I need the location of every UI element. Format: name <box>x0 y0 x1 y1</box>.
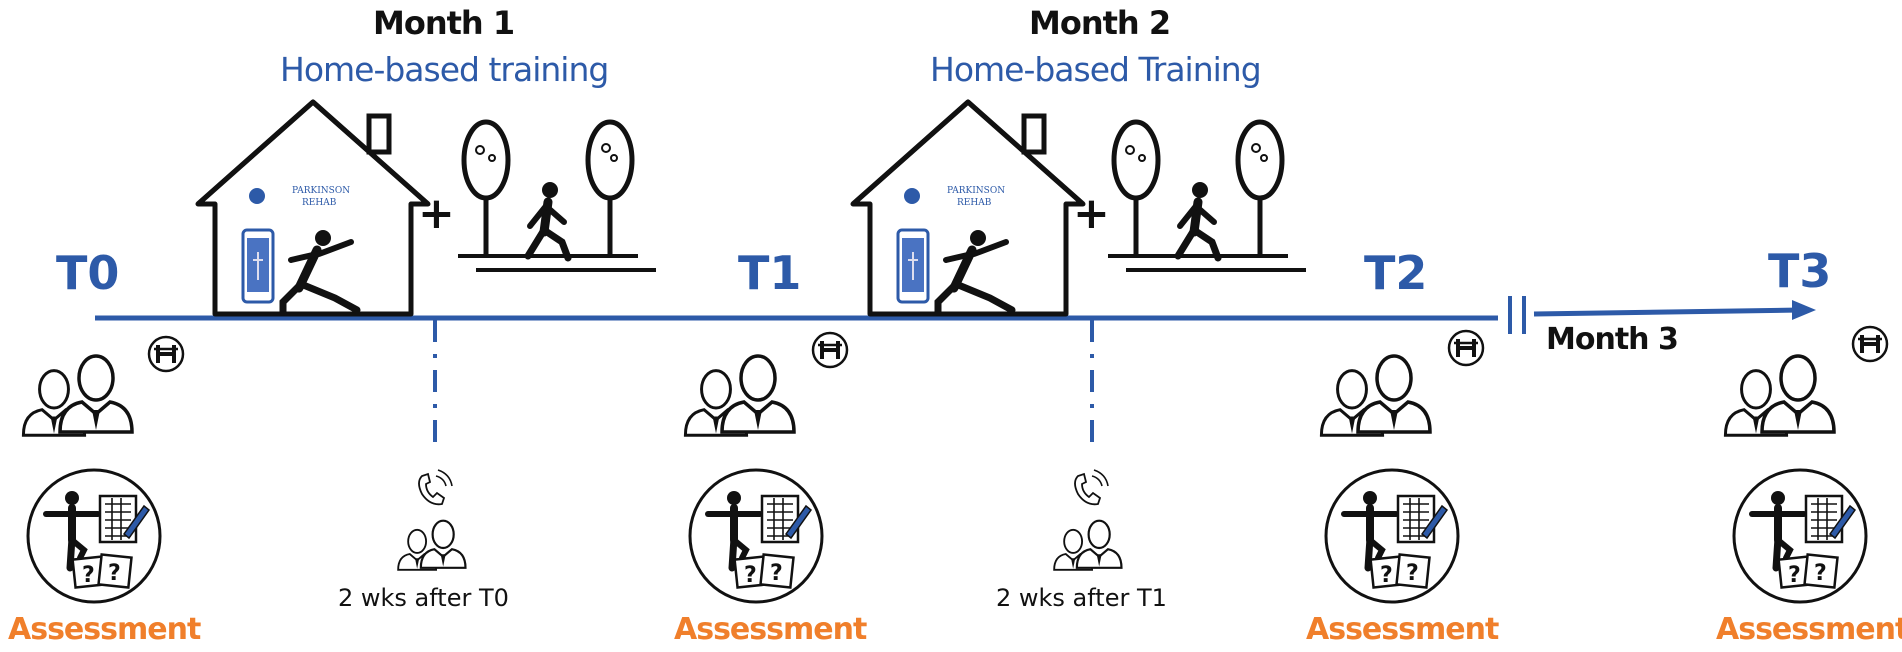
question-mark-t2a: ? <box>1380 563 1393 588</box>
question-mark-t3a: ? <box>1788 563 1801 588</box>
home-training-icon-2 <box>853 102 1083 314</box>
hospital-icon-t0 <box>147 335 185 373</box>
clinicians-icon-t2 <box>1321 356 1430 435</box>
hospital-icon-t1 <box>811 331 849 369</box>
outdoor-walk-icon-1 <box>458 122 656 270</box>
month2-subtitle: Home-based Training <box>930 50 1262 89</box>
phone-icon-2 <box>1074 469 1109 506</box>
app-logo-line1-b: PARKINSON <box>947 186 1005 196</box>
plus-sign-2: + <box>1073 188 1110 239</box>
app-logo-line1: PARKINSON <box>292 186 350 196</box>
assessment-label-t0: Assessment <box>8 612 201 647</box>
followup-label-2: 2 wks after T1 <box>996 584 1167 612</box>
phone-icon-1 <box>418 469 453 506</box>
hospital-icon-t3 <box>1851 325 1889 363</box>
timepoint-t0: T0 <box>56 246 120 300</box>
plus-sign-1: + <box>418 188 455 239</box>
timepoint-t3: T3 <box>1768 244 1832 298</box>
question-mark-t0b: ? <box>108 561 121 586</box>
app-logo-line2-b: REHAB <box>957 198 992 208</box>
followup-people-icon-1 <box>398 521 465 570</box>
assessment-label-t3: Assessment <box>1716 612 1902 647</box>
month1-title: Month 1 <box>373 4 515 42</box>
question-mark-t3b: ? <box>1814 561 1827 586</box>
outdoor-walk-icon-2 <box>1108 122 1306 270</box>
timepoint-t1: T1 <box>738 246 802 300</box>
app-logo-line2: REHAB <box>302 198 337 208</box>
month2-title: Month 2 <box>1029 4 1171 42</box>
clinicians-icon-t0 <box>23 356 132 435</box>
question-mark-t1a: ? <box>744 563 757 588</box>
clinicians-icon-t3 <box>1725 356 1834 435</box>
followup-people-icon-2 <box>1054 521 1121 570</box>
timeline-arrowhead <box>1792 300 1816 320</box>
question-mark-t1b: ? <box>770 561 783 586</box>
hospital-icon-t2 <box>1447 329 1485 367</box>
question-mark-t2b: ? <box>1406 561 1419 586</box>
month1-subtitle: Home-based training <box>280 50 609 89</box>
clinicians-icon-t1 <box>685 356 794 435</box>
timepoint-t2: T2 <box>1364 246 1428 300</box>
followup-label-1: 2 wks after T0 <box>338 584 509 612</box>
assessment-label-t1: Assessment <box>674 612 867 647</box>
month3-label: Month 3 <box>1546 322 1679 357</box>
assessment-label-t2: Assessment <box>1306 612 1499 647</box>
timeline-axis-month3 <box>1533 307 1801 317</box>
home-training-icon-1 <box>198 102 428 314</box>
question-mark-t0a: ? <box>82 563 95 588</box>
